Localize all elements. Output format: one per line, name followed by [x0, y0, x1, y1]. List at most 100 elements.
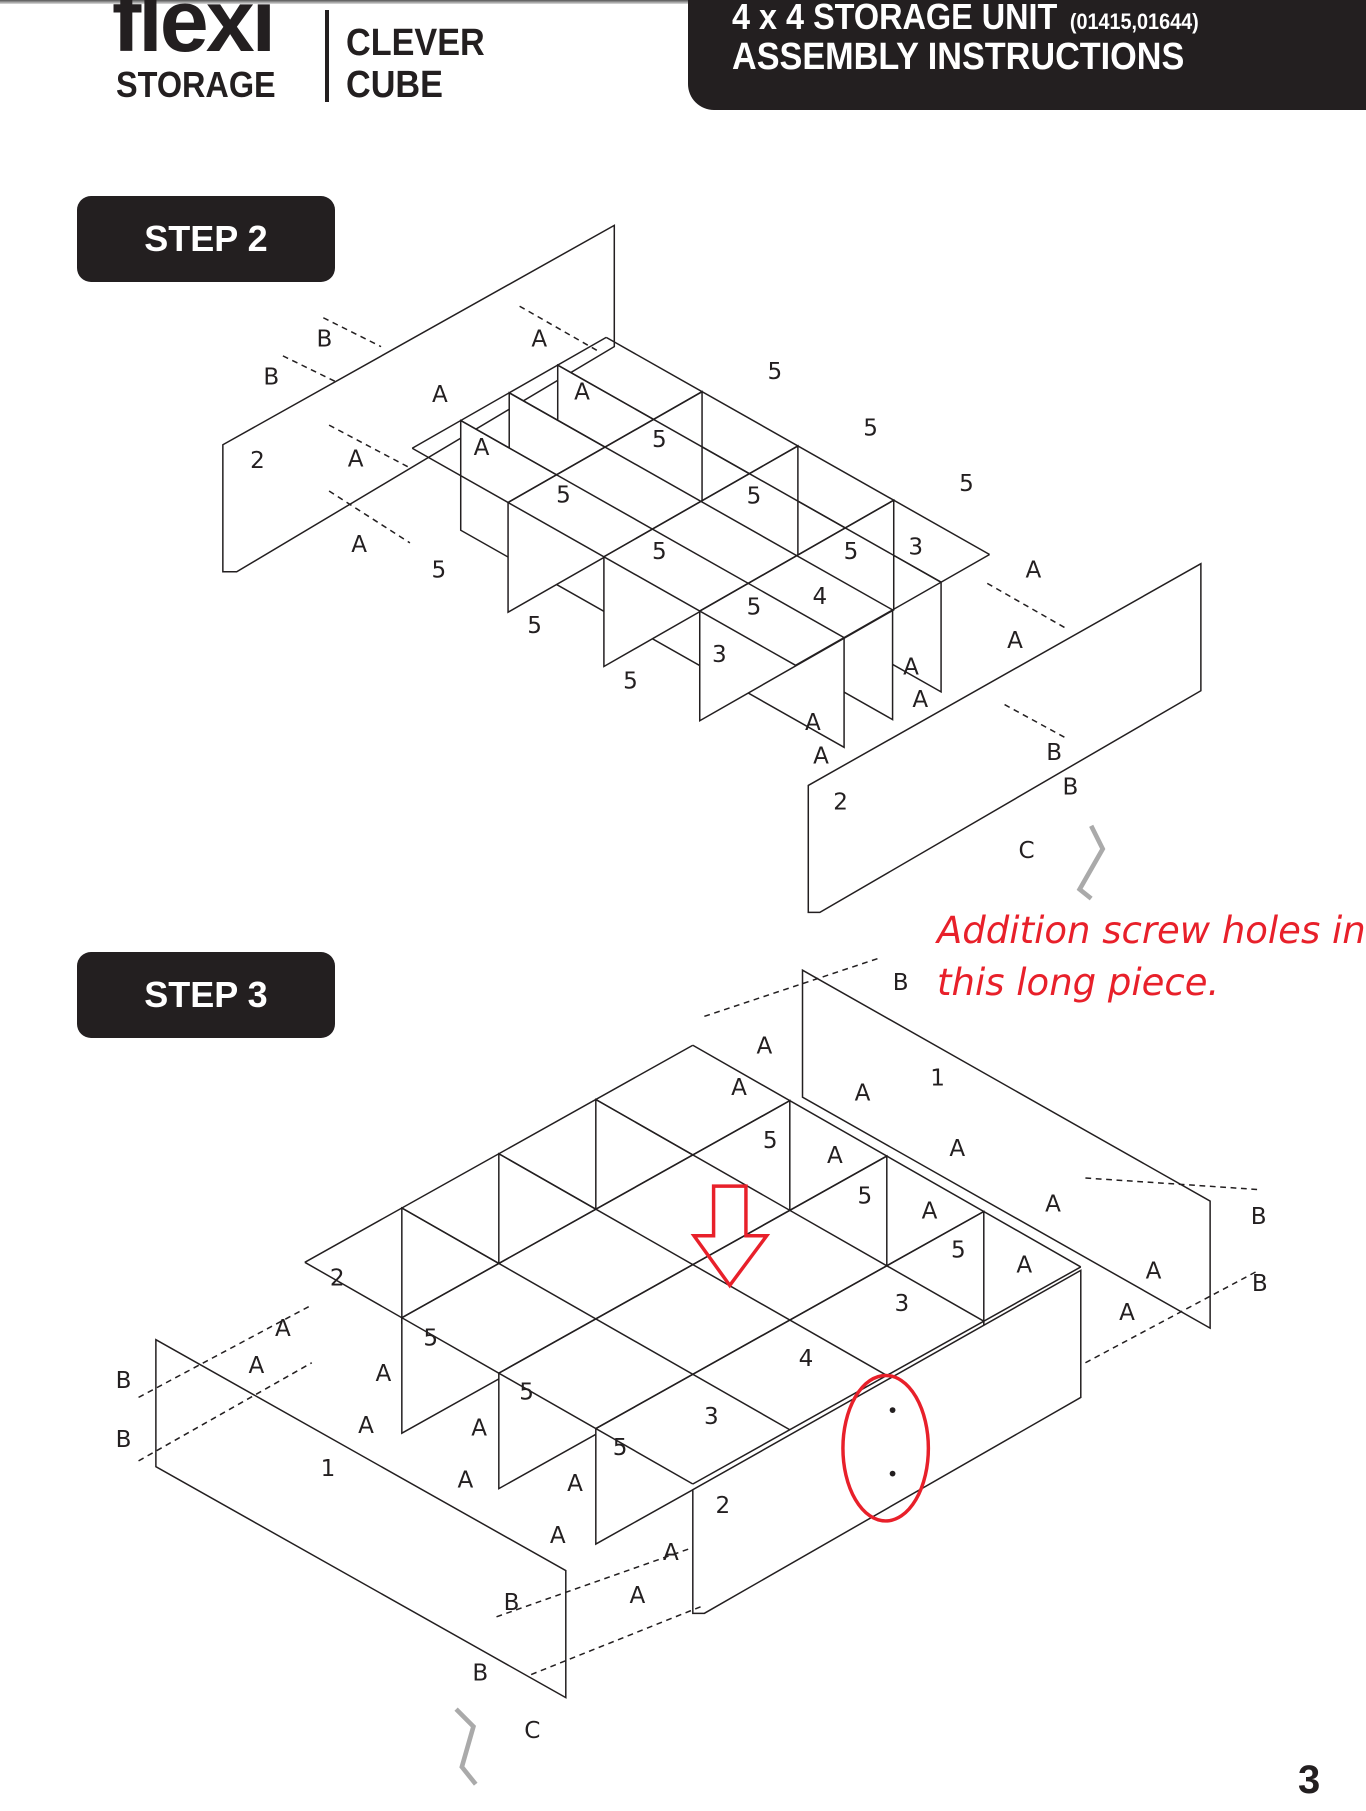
part-label-A: A: [550, 1523, 566, 1549]
title-text: 4 x 4 STORAGE UNIT: [732, 0, 1058, 37]
part-label-2: 2: [330, 1265, 345, 1291]
part-label-5: 5: [613, 1435, 628, 1461]
top-border: [0, 0, 1366, 4]
part-label-A: A: [949, 1136, 965, 1162]
part-label-5: 5: [423, 1325, 438, 1351]
part-label-A: A: [922, 1198, 938, 1224]
part-label-5: 5: [556, 483, 571, 509]
part-label-A: A: [432, 382, 448, 408]
grid-edge: [498, 1153, 888, 1377]
long-panel-1: [155, 1338, 567, 1699]
part-label-1: 1: [321, 1456, 336, 1482]
part-label-A: A: [351, 532, 367, 558]
side-panel-2: [692, 1269, 1082, 1615]
part-label-B: B: [116, 1427, 132, 1453]
part-label-B: B: [504, 1590, 520, 1616]
part-label-5: 5: [623, 668, 638, 694]
part-label-5: 5: [747, 484, 762, 510]
part-label-5: 5: [863, 416, 878, 442]
part-label-5: 5: [959, 471, 974, 497]
step-2-diagram: [222, 224, 1202, 914]
part-label-5: 5: [652, 427, 667, 453]
part-label-A: A: [1146, 1258, 1162, 1284]
part-label-A: A: [827, 1143, 843, 1169]
page-subtitle: ASSEMBLY INSTRUCTIONS: [732, 36, 1185, 78]
part-label-A: A: [629, 1583, 645, 1609]
grid-edge: [508, 392, 893, 611]
logo-divider: [325, 10, 329, 102]
grid-edge: [411, 447, 796, 666]
guide-line: [328, 424, 411, 469]
annotation-line-2: this long piece.: [937, 961, 1220, 1004]
part-label-3: 3: [712, 642, 727, 668]
page-title: 4 x 4 STORAGE UNIT(01415,01644): [732, 0, 1199, 38]
part-label-A: A: [275, 1316, 291, 1342]
guide-line: [1085, 1177, 1259, 1191]
part-label-5: 5: [767, 359, 782, 385]
grid-edge: [401, 1207, 791, 1431]
grid-edge: [595, 1098, 985, 1322]
side-panel-2: [222, 224, 616, 573]
part-label-B: B: [472, 1660, 488, 1686]
guide-line: [282, 355, 336, 382]
part-label-A: A: [567, 1471, 583, 1497]
highlight-circle: [841, 1373, 931, 1523]
part-label-4: 4: [799, 1346, 814, 1372]
step-2-badge: STEP 2: [77, 196, 335, 282]
guide-line: [1004, 703, 1069, 740]
guide-line: [519, 305, 601, 354]
part-label-A: A: [663, 1540, 679, 1566]
part-label-C: C: [1018, 838, 1034, 864]
guide-line: [328, 490, 411, 544]
part-label-B: B: [1251, 1204, 1267, 1230]
part-label-A: A: [757, 1033, 773, 1059]
product-name: CLEVER CUBE: [346, 22, 485, 106]
part-label-C: C: [524, 1718, 540, 1744]
part-label-B: B: [116, 1368, 132, 1394]
part-label-A: A: [348, 447, 364, 473]
part-label-A: A: [531, 327, 547, 353]
part-label-A: A: [813, 743, 829, 769]
part-label-5: 5: [858, 1183, 873, 1209]
part-label-5: 5: [747, 595, 762, 621]
part-label-A: A: [855, 1081, 871, 1107]
annotation-note: Addition screw holes in this long piece.: [937, 905, 1366, 1009]
part-label-1: 1: [930, 1066, 945, 1092]
screw-hole: [889, 1407, 896, 1413]
part-label-A: A: [903, 655, 919, 681]
part-label-3: 3: [704, 1404, 719, 1430]
part-label-5: 5: [951, 1238, 966, 1264]
part-label-A: A: [912, 687, 928, 713]
part-label-2: 2: [715, 1493, 730, 1519]
guide-line: [1085, 1269, 1259, 1364]
part-label-A: A: [1119, 1300, 1135, 1326]
part-label-3: 3: [908, 534, 923, 560]
part-label-A: A: [1007, 628, 1023, 654]
grid-edge: [460, 419, 845, 639]
side-panel-2: [807, 562, 1202, 914]
part-label-5: 5: [844, 539, 859, 565]
part-label-B: B: [1046, 740, 1062, 766]
logo-storage: STORAGE: [116, 64, 276, 105]
part-label-A: A: [574, 380, 590, 406]
part-label-B: B: [263, 365, 279, 391]
part-label-5: 5: [763, 1128, 778, 1154]
guide-line: [322, 317, 382, 348]
product-line-2: CUBE: [346, 64, 443, 106]
part-label-A: A: [731, 1075, 747, 1101]
part-label-B: B: [1062, 775, 1078, 801]
part-label-3: 3: [894, 1291, 909, 1317]
title-banner: 4 x 4 STORAGE UNIT(01415,01644) ASSEMBLY…: [688, 0, 1366, 110]
guide-line: [986, 582, 1069, 631]
part-label-5: 5: [652, 539, 667, 565]
part-label-A: A: [248, 1353, 264, 1379]
grid-edge: [692, 1044, 1082, 1268]
part-label-5: 5: [519, 1380, 534, 1406]
part-label-5: 5: [431, 558, 446, 584]
grid-edge: [557, 364, 942, 583]
part-label-B: B: [1252, 1271, 1268, 1297]
part-label-A: A: [358, 1413, 374, 1439]
part-label-A: A: [1045, 1191, 1061, 1217]
